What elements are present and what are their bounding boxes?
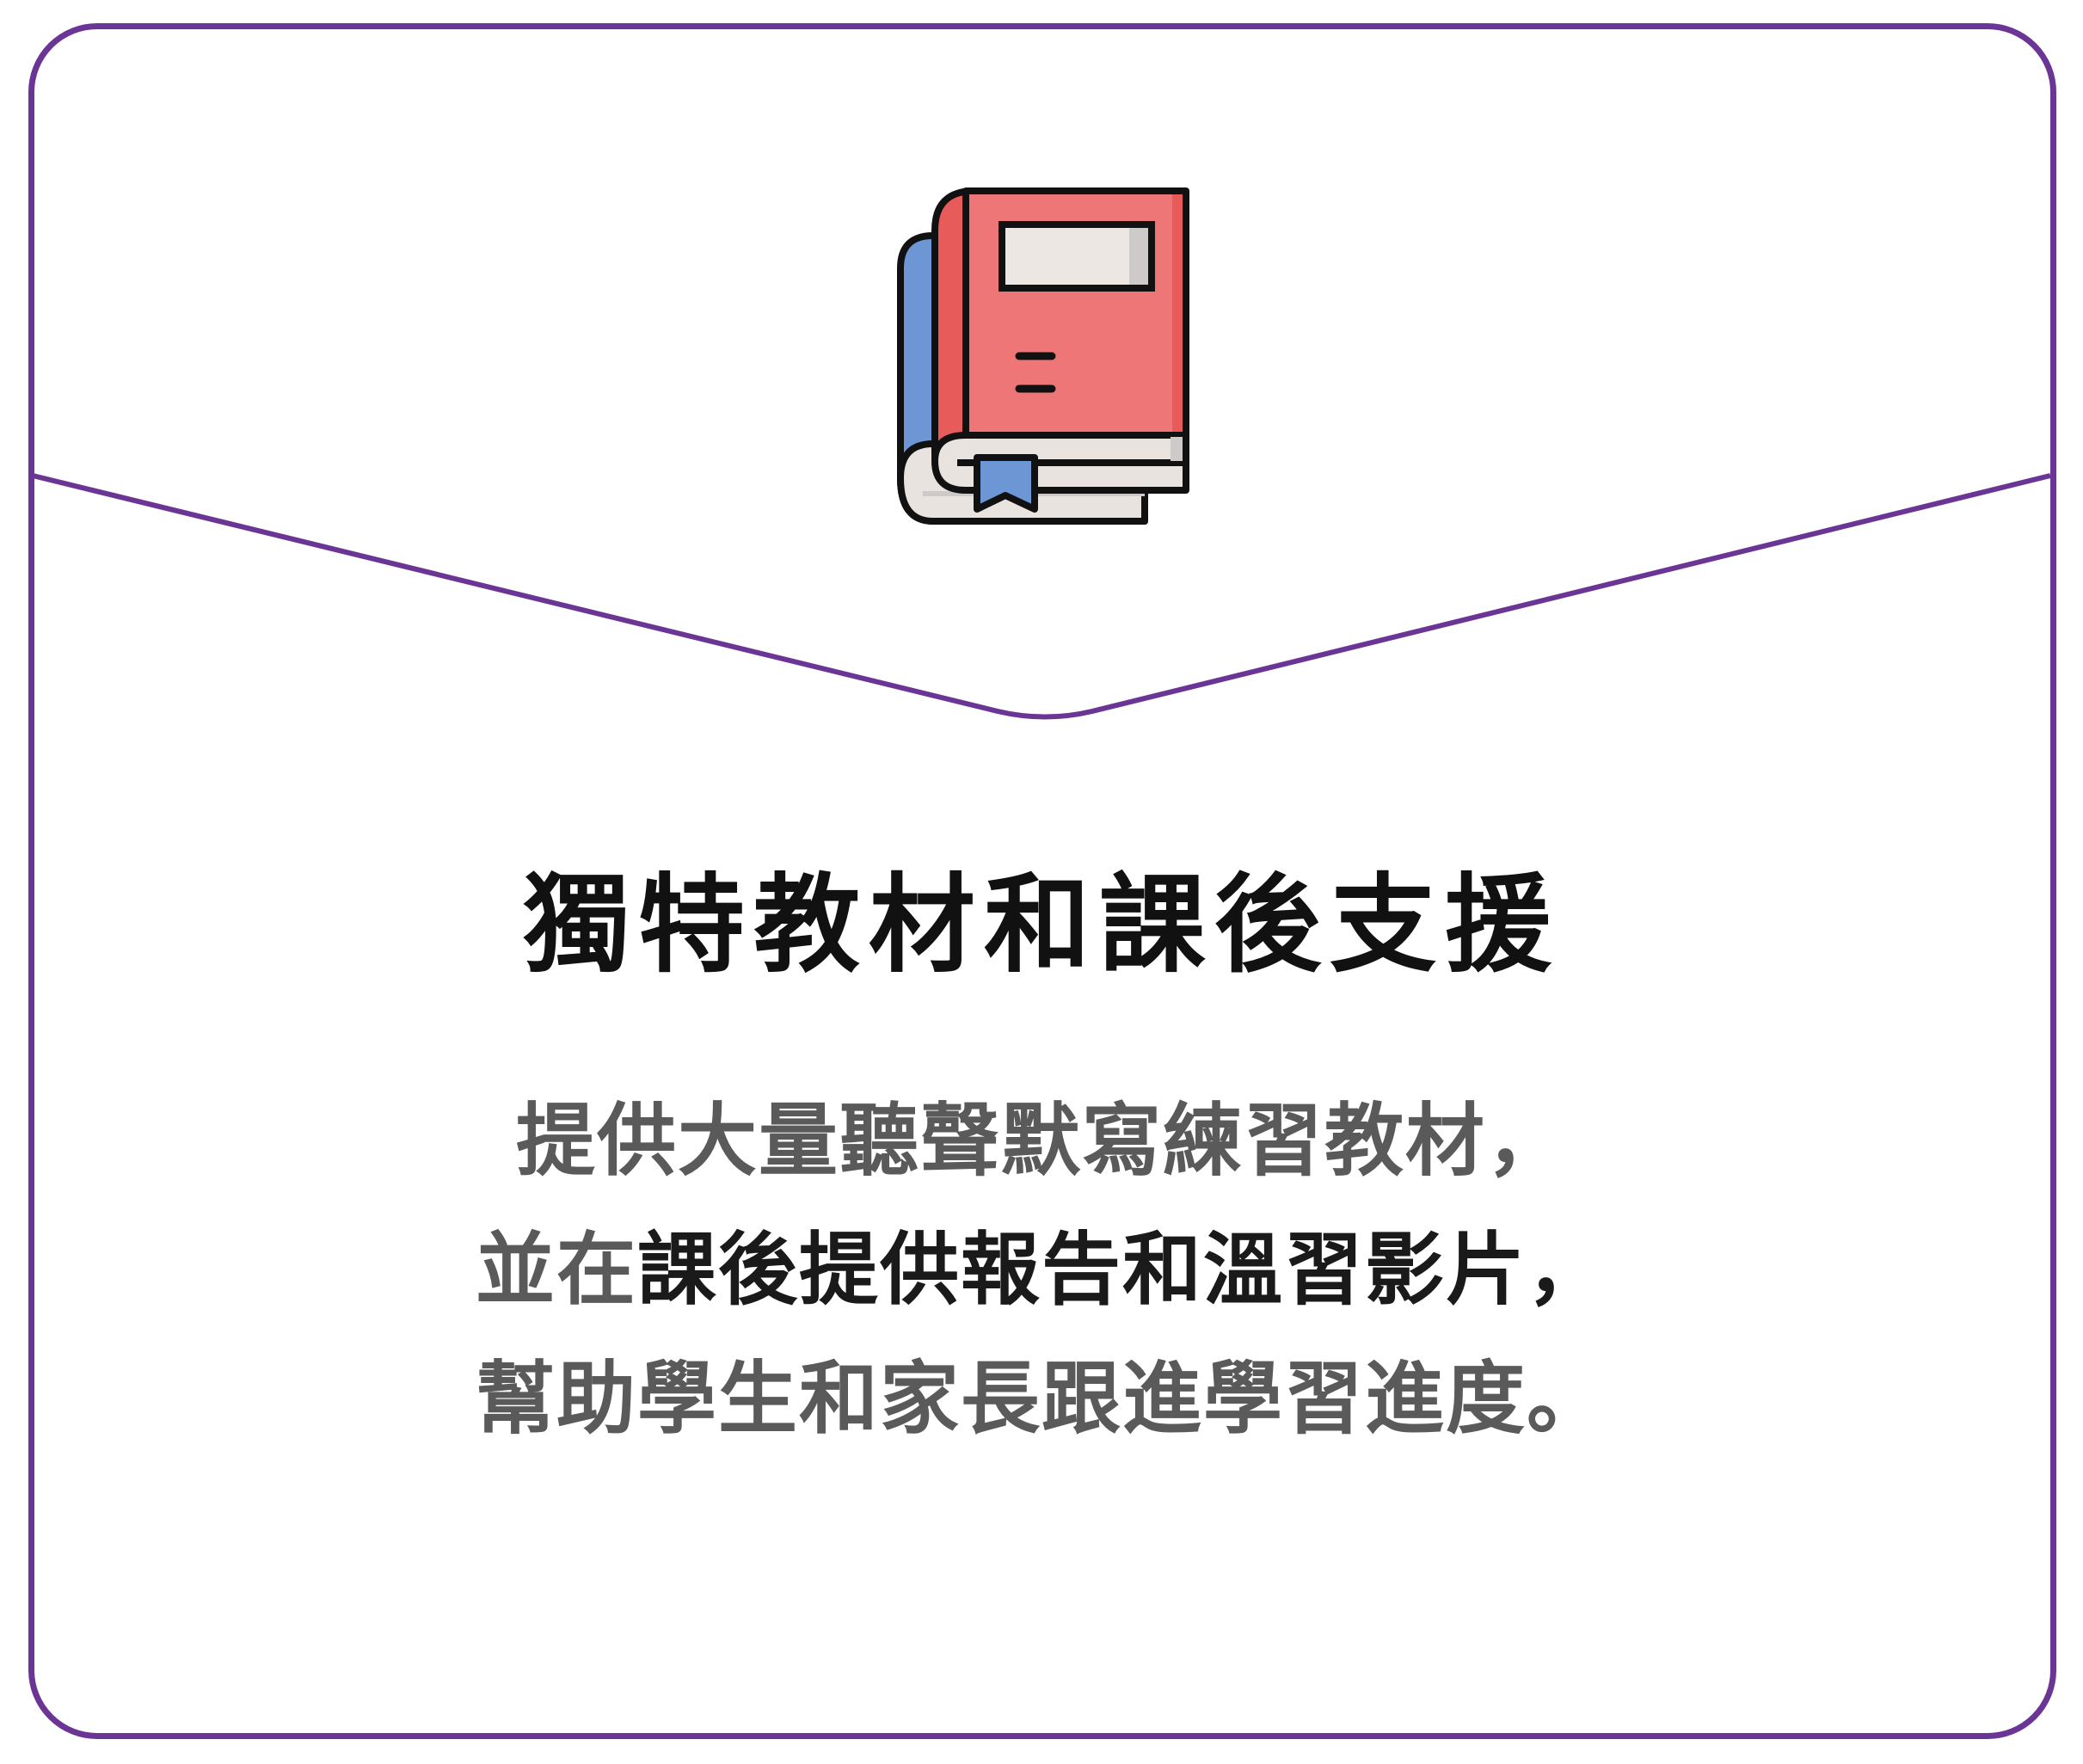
description-text-highlight: 課後提供報告和溫習影片， — [637, 1224, 1608, 1316]
description-text: 幫助學生和家長跟進學習進度。 — [475, 1353, 1607, 1445]
description-line-2: 並在課後提供報告和溫習影片， — [0, 1219, 2083, 1322]
feature-title: 獨特教材和課後支援 — [522, 864, 1560, 987]
description-line-1: 提供大量聽聲默寫練習教材， — [0, 1090, 2083, 1193]
description-line-3: 幫助學生和家長跟進學習進度。 — [0, 1348, 2083, 1451]
books-icon — [897, 187, 1189, 525]
description-text-start: 並在 — [475, 1224, 637, 1316]
description-text: 提供大量聽聲默寫練習教材， — [515, 1095, 1567, 1187]
